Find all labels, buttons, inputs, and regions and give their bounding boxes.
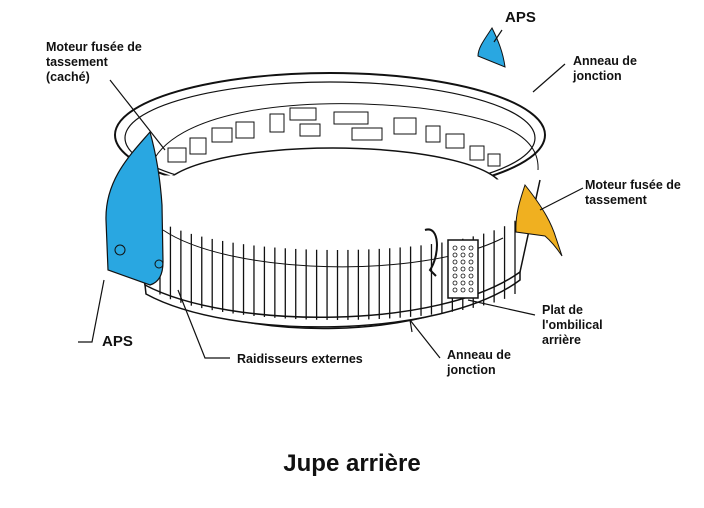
plate-hole	[460, 245, 466, 251]
label-anneau-top: Anneau de jonction	[573, 54, 637, 83]
plate-hole	[452, 245, 458, 251]
label-aps-left: APS	[102, 333, 133, 350]
plate-hole	[460, 280, 466, 286]
label-plat-ombilical: Plat de l'ombilical arrière	[542, 303, 603, 347]
leader-anneau-bottom	[409, 319, 441, 359]
plate-hole	[452, 259, 458, 265]
label-aps-top: APS	[505, 9, 536, 26]
settling-motor-right	[515, 183, 563, 257]
aps-pod-left	[105, 130, 164, 286]
plate-hole	[460, 273, 466, 279]
aps-pod-left-port	[114, 244, 126, 256]
plate-hole	[468, 252, 474, 258]
plate-hole	[460, 266, 466, 272]
label-moteur-cache: Moteur fusée de tassement (caché)	[46, 40, 142, 84]
plate-hole	[468, 273, 474, 279]
plate-hole	[460, 259, 466, 265]
leader-raidisseurs	[177, 289, 230, 359]
caption: Jupe arrière	[283, 450, 421, 477]
label-anneau-bottom: Anneau de jonction	[447, 348, 511, 377]
aps-pod-top	[477, 27, 506, 68]
leader-aps-top	[493, 29, 503, 43]
plate-hole	[468, 280, 474, 286]
plate-hole	[468, 266, 474, 272]
leader-plat	[467, 299, 536, 316]
leader-moteur-cache	[109, 79, 166, 151]
label-moteur-right: Moteur fusée de tassement	[585, 178, 681, 207]
junction-ring-bottom	[144, 270, 521, 328]
leader-aps-left	[78, 279, 105, 343]
plate-hole	[452, 252, 458, 258]
plate-hole	[452, 266, 458, 272]
plate-hole	[452, 287, 458, 293]
umbilical-pipe	[424, 228, 438, 277]
plate-hole	[468, 245, 474, 251]
plate-hole	[468, 259, 474, 265]
plate-hole	[460, 287, 466, 293]
leader-lines	[78, 29, 584, 359]
umbilical-plate	[447, 239, 479, 299]
aps-pod-left-port	[154, 259, 164, 269]
leader-moteur-right	[539, 187, 584, 211]
plate-hole	[452, 273, 458, 279]
plate-hole	[452, 280, 458, 286]
internal-equipment	[167, 107, 501, 167]
leader-anneau-top	[532, 63, 566, 93]
inner-back-wall	[149, 103, 539, 171]
label-raidisseurs: Raidisseurs externes	[237, 352, 363, 366]
plate-hole	[460, 252, 466, 258]
plate-hole	[468, 287, 474, 293]
